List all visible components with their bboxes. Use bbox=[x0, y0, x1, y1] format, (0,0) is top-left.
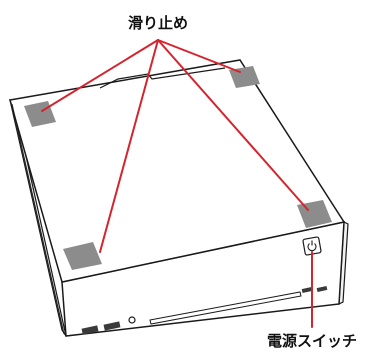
usb-port-1 bbox=[81, 325, 99, 335]
label-power-switch: 電源スイッチ bbox=[267, 332, 357, 350]
drive-eject-button bbox=[301, 287, 313, 293]
chassis-left-edge bbox=[11, 103, 65, 335]
power-icon bbox=[307, 240, 317, 252]
leader-line-foot-top-right bbox=[157, 39, 241, 73]
power-switch-housing bbox=[302, 236, 322, 256]
leader-line-foot-top-left bbox=[41, 39, 159, 112]
power-switch bbox=[302, 236, 322, 256]
audio-jack bbox=[128, 316, 136, 324]
pc-chassis bbox=[9, 59, 349, 337]
optical-drive-slot bbox=[149, 291, 302, 325]
indicator-led bbox=[316, 286, 328, 292]
chassis-top-face bbox=[9, 59, 346, 283]
leader-lines bbox=[41, 39, 313, 328]
leader-line-foot-bottom-right bbox=[157, 39, 309, 211]
rubber-foot-bottom-left bbox=[63, 242, 102, 270]
leader-line-foot-bottom-left bbox=[99, 39, 159, 253]
label-feet: 滑り止め bbox=[128, 14, 188, 32]
usb-port-2 bbox=[103, 321, 121, 331]
rubber-feet bbox=[24, 66, 332, 270]
